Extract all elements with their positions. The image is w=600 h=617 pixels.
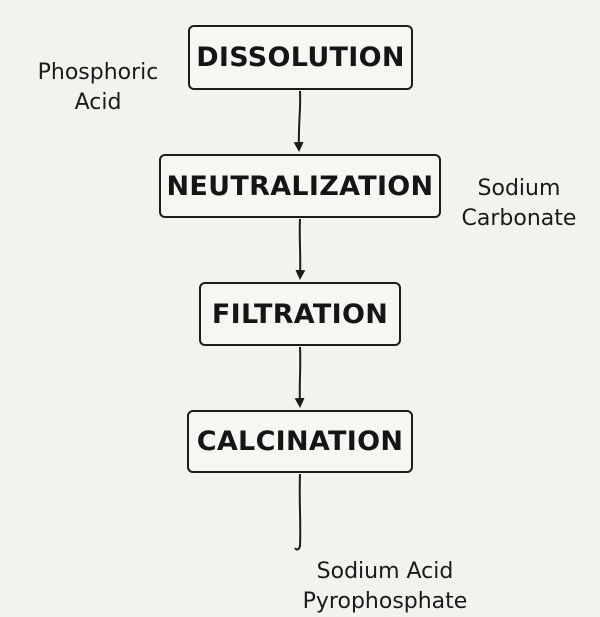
filtration-step-box: FILTRATION	[199, 282, 401, 346]
arrow-neutralization-to-filtration	[295, 218, 306, 280]
base-input-label: Sodium Carbonate	[455, 174, 583, 234]
product-output-label: Sodium Acid Pyrophosphate	[280, 557, 490, 617]
neutralization-step-box: NEUTRALIZATION	[159, 154, 441, 218]
product-output-label-line2: Pyrophosphate	[302, 589, 468, 614]
acid-input-label-line2: Acid	[74, 90, 122, 115]
calcination-step-box: CALCINATION	[187, 410, 413, 473]
base-input-label-line1: Sodium	[477, 176, 561, 201]
arrow-filtration-to-calcination	[294, 346, 305, 408]
product-output-label-line1: Sodium Acid	[316, 559, 454, 584]
dissolution-step-box: DISSOLUTION	[188, 25, 413, 90]
acid-input-label: Phosphoric Acid	[30, 58, 166, 118]
line-calcination-to-product	[294, 473, 302, 551]
arrow-dissolution-to-neutralization	[293, 90, 304, 152]
process-flow-diagram: DISSOLUTION NEUTRALIZATION FILTRATION CA…	[30, 25, 583, 614]
connector-layer	[293, 90, 306, 551]
acid-input-label-line1: Phosphoric	[37, 60, 159, 85]
base-input-label-line2: Carbonate	[461, 206, 577, 231]
